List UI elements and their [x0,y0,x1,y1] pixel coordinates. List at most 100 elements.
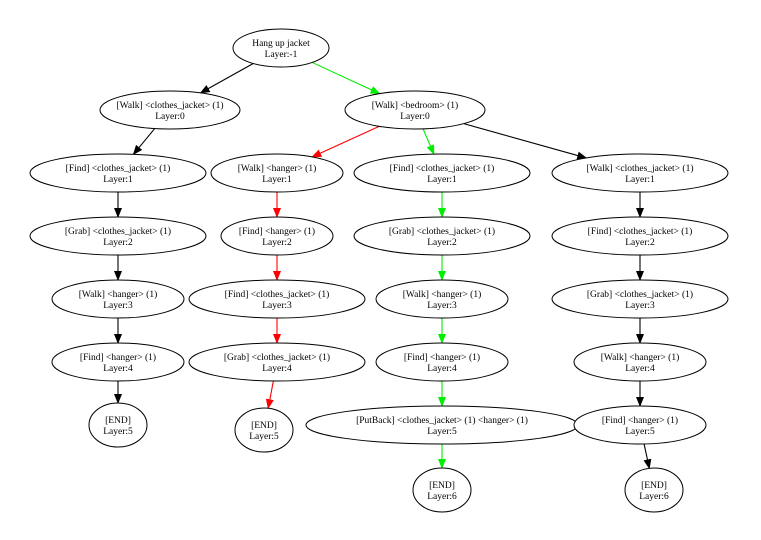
node-ellipse [232,28,330,68]
node-ellipse [551,279,729,319]
node-r3: [Find] <clothes_jacket> (1)Layer:3 [188,279,366,319]
node-layer-label: Layer:3 [625,301,655,311]
node-k3: [Grab] <clothes_jacket> (1)Layer:3 [551,279,729,319]
node-r1: [Walk] <hanger> (1)Layer:1 [210,153,344,193]
node-ellipse [375,279,509,319]
node-action-label: [Walk] <hanger> (1) [238,163,317,174]
node-layer-label: Layer:6 [639,492,669,502]
node-ellipse [353,153,531,193]
node-action-label: [Find] <clothes_jacket> (1) [66,163,171,174]
node-action-label: [Walk] <clothes_jacket> (1) [116,100,223,111]
node-ellipse [29,216,207,256]
node-ellipse [412,467,472,513]
node-layer-label: Layer:1 [262,175,292,185]
node-action-label: [Grab] <clothes_jacket> (1) [389,226,495,237]
node-k6: [END]Layer:6 [624,467,684,513]
node-action-label: [Find] <hanger> (1) [404,352,480,363]
node-layer-label: Layer:-1 [265,50,298,60]
node-action-label: [PutBack] <clothes_jacket> (1) <hanger> … [356,415,528,426]
node-layer-label: Layer:1 [625,175,655,185]
node-ellipse [220,216,334,256]
node-g4: [Find] <hanger> (1)Layer:4 [375,342,509,382]
node-k4: [Walk] <hanger> (1)Layer:4 [573,342,707,382]
node-action-label: [Find] <clothes_jacket> (1) [588,226,693,237]
node-layer-label: Layer:4 [103,364,133,374]
node-action-label: [Walk] <hanger> (1) [601,352,680,363]
node-ellipse [234,407,294,453]
node-layer-label: Layer:6 [427,492,457,502]
edge-b0-to-k1 [463,123,588,160]
node-action-label: [END] [105,416,131,426]
edge-r4-to-r5 [265,380,274,410]
node-ellipse [88,402,148,448]
node-k5: [Find] <hanger> (1)Layer:5 [573,405,707,445]
node-r5: [END]Layer:5 [234,407,294,453]
node-layer-label: Layer:5 [427,427,457,437]
node-action-label: [END] [641,481,667,491]
node-ellipse [210,153,344,193]
node-g2: [Grab] <clothes_jacket> (1)Layer:2 [353,216,531,256]
node-b0: [Walk] <bedroom> (1)Layer:0 [344,90,486,130]
node-a0: [Walk] <clothes_jacket> (1)Layer:0 [99,90,241,130]
node-a1: [Find] <clothes_jacket> (1)Layer:1 [29,153,207,193]
node-ellipse [29,153,207,193]
edge-layer [114,61,652,470]
node-layer-label: Layer:5 [625,427,655,437]
edge-a0-to-a1 [132,128,156,156]
node-a2: [Grab] <clothes_jacket> (1)Layer:2 [29,216,207,256]
node-ellipse [375,342,509,382]
node-action-label: [Find] <hanger> (1) [602,415,678,426]
node-action-label: Hang up jacket [252,39,310,49]
node-action-label: [Walk] <clothes_jacket> (1) [586,163,693,174]
node-ellipse [624,467,684,513]
node-k1: [Walk] <clothes_jacket> (1)Layer:1 [551,153,729,193]
node-a5: [END]Layer:5 [88,402,148,448]
node-ellipse [573,342,707,382]
node-action-label: [Walk] <hanger> (1) [403,289,482,300]
node-ellipse [344,90,486,130]
node-ellipse [188,342,366,382]
node-action-label: [Find] <hanger> (1) [80,352,156,363]
node-action-label: [END] [251,421,277,431]
node-ellipse [188,279,366,319]
node-ellipse [551,216,729,256]
node-action-label: [Walk] <hanger> (1) [79,289,158,300]
edge-root-to-a0 [199,63,254,94]
node-g1: [Find] <clothes_jacket> (1)Layer:1 [353,153,531,193]
node-layer-label: Layer:0 [155,112,185,122]
node-a4: [Find] <hanger> (1)Layer:4 [51,342,185,382]
node-r4: [Grab] <clothes_jacket> (1)Layer:4 [188,342,366,382]
node-g3: [Walk] <hanger> (1)Layer:3 [375,279,509,319]
edge-root-to-b0 [311,61,381,95]
node-ellipse [573,405,707,445]
node-action-label: [Find] <clothes_jacket> (1) [390,163,495,174]
node-r2: [Find] <hanger> (1)Layer:2 [220,216,334,256]
node-layer-label: Layer:5 [103,427,133,437]
node-layer-label: Layer:1 [103,175,133,185]
node-action-label: [Find] <clothes_jacket> (1) [225,289,330,300]
node-ellipse [51,279,185,319]
node-layer-label: Layer:1 [427,175,457,185]
node-layer-label: Layer:3 [103,301,133,311]
node-g5: [PutBack] <clothes_jacket> (1) <hanger> … [305,405,579,445]
node-layer-label: Layer:2 [262,238,292,248]
node-layer-label: Layer:5 [249,432,279,442]
node-action-label: [END] [429,481,455,491]
node-ellipse [99,90,241,130]
node-g6: [END]Layer:6 [412,467,472,513]
node-layer-label: Layer:0 [400,112,430,122]
node-layer-label: Layer:2 [625,238,655,248]
node-action-label: [Find] <hanger> (1) [239,226,315,237]
node-ellipse [353,216,531,256]
edge-b0-to-g1 [422,128,435,155]
node-action-label: [Grab] <clothes_jacket> (1) [65,226,171,237]
node-ellipse [551,153,729,193]
edge-k5-to-k6 [643,443,652,470]
node-layer-label: Layer:4 [262,364,292,374]
node-layer-label: Layer:3 [427,301,457,311]
node-a3: [Walk] <hanger> (1)Layer:3 [51,279,185,319]
node-k2: [Find] <clothes_jacket> (1)Layer:2 [551,216,729,256]
